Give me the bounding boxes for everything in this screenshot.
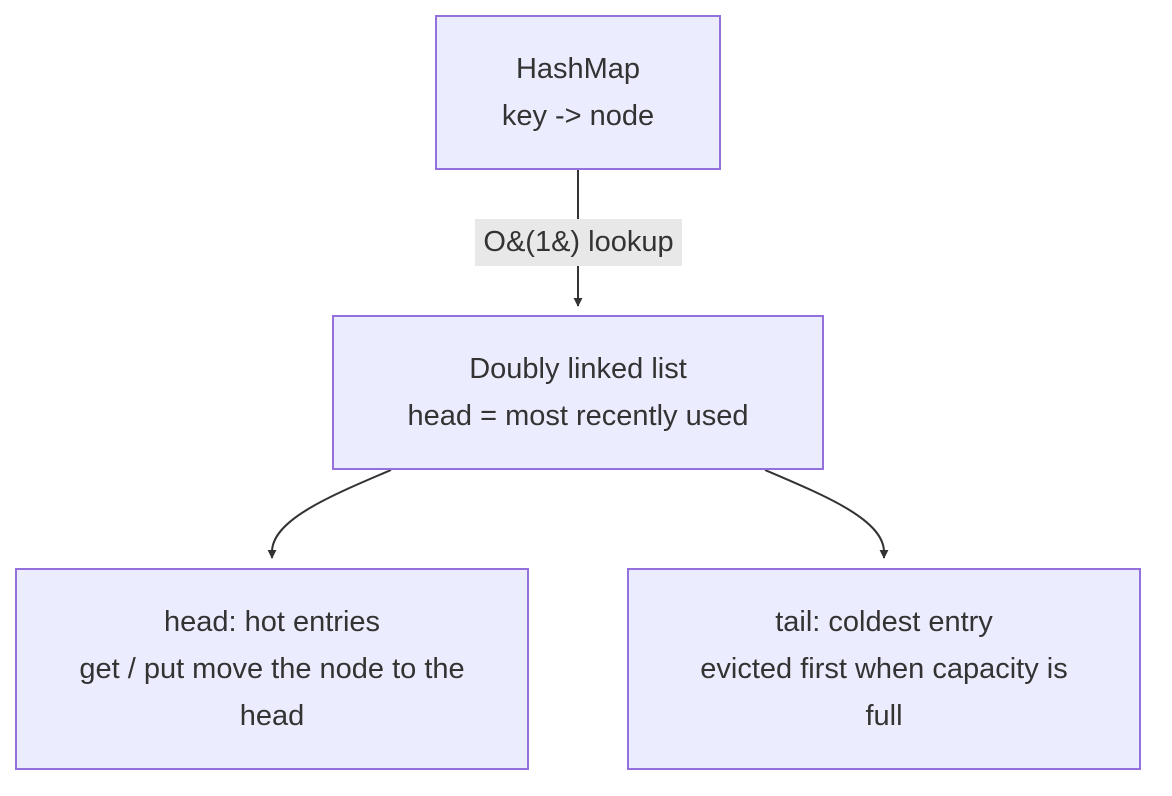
tail-coldest-entry-node: tail: coldest entry evicted first when c… xyxy=(627,568,1141,770)
doubly-linked-list-node: Doubly linked list head = most recently … xyxy=(332,315,824,470)
hashmap-node: HashMap key -> node xyxy=(435,15,721,170)
head-hot-entries-node: head: hot entries get / put move the nod… xyxy=(15,568,529,770)
hashmap-node-detail: key -> node xyxy=(501,99,655,132)
dll-node-title: Doubly linked list xyxy=(469,352,687,385)
tail-node-title: tail: coldest entry xyxy=(775,605,993,638)
edge-dll-to-tail xyxy=(764,469,889,559)
edge-label-lookup: O&(1&) lookup xyxy=(475,219,682,266)
head-node-detail: get / put move the node to the head xyxy=(79,652,465,732)
edge-dll-to-head xyxy=(267,469,392,559)
head-node-title: head: hot entries xyxy=(163,605,381,638)
hashmap-node-title: HashMap xyxy=(515,52,641,85)
tail-node-detail: evicted first when capacity is full xyxy=(700,652,1068,732)
dll-node-detail: head = most recently used xyxy=(407,399,749,432)
